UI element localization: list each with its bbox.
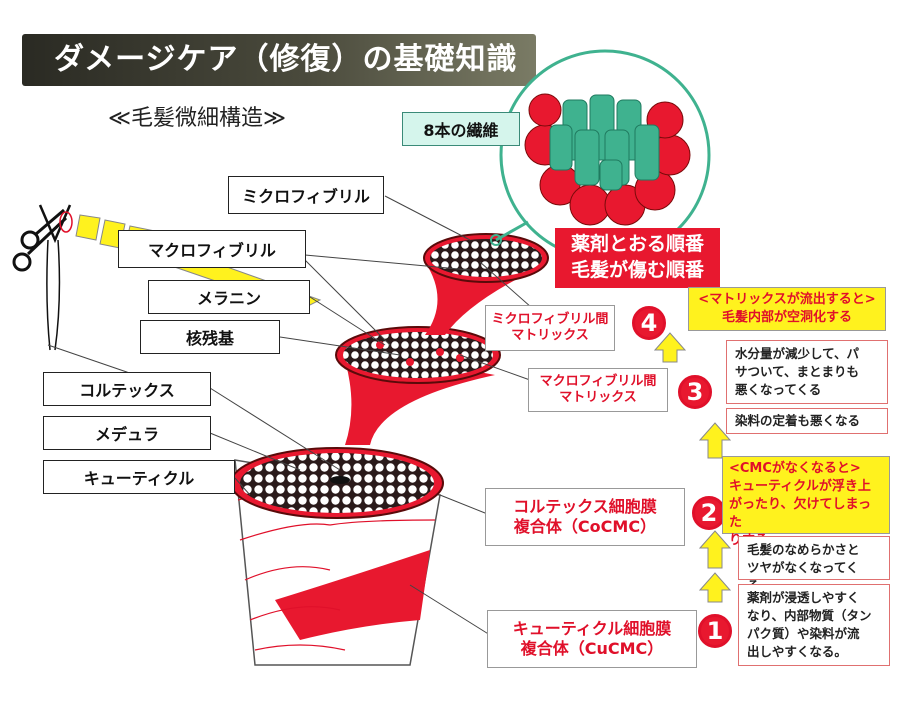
label-macrofibril: マクロフィブリル [118, 230, 306, 268]
order-line-1: 薬剤とおる順番 [570, 233, 704, 255]
micro-matrix-line-1: ミクロフィブリル間 [491, 311, 609, 327]
label-micro-matrix: ミクロフィブリル間 マトリックス [485, 305, 615, 351]
step-number-1: 1 [698, 614, 732, 648]
cocmc-line-2: 複合体（CoCMC） [513, 517, 657, 536]
step-2-text: 2 [700, 499, 718, 527]
step3-a-line-1: 水分量が減少して、パ [735, 346, 860, 361]
step3-note-b: 染料の定着も悪くなる [726, 408, 888, 434]
macro-matrix-line-1: マクロフィブリル間 [539, 373, 657, 389]
step4-warning-box: <マトリックスが流出すると> 毛髪内部が空洞化する [688, 287, 886, 331]
step-number-4: 4 [632, 306, 666, 340]
step3-a-line-2: サついて、まとまりも [735, 364, 860, 379]
micro-matrix-line-2: マトリックス [511, 328, 589, 343]
step-1-text: 1 [706, 617, 724, 645]
macrofibril-funnel [335, 326, 501, 445]
step1-note-a: 薬剤が浸透しやすく なり、内部物質（タン パク質）や染料が流 出しやすくなる。 [738, 584, 890, 666]
order-line-2: 毛髪が傷む順番 [570, 259, 704, 281]
step2-warning-box: <CMCがなくなると> キューティクルが浮き上 がったり、欠けてしまった りする… [722, 456, 890, 548]
step-3-text: 3 [686, 378, 704, 406]
step3-note-a: 水分量が減少して、パ サついて、まとまりも 悪くなってくる [726, 340, 888, 404]
cucmc-line-1: キューティクル細胞膜 [512, 619, 672, 638]
step2-warning-line-1: <CMCがなくなると> [729, 461, 861, 476]
step4-warning-line-1: <マトリックスが流出すると> [698, 292, 876, 307]
label-microfibril: ミクロフィブリル [228, 176, 384, 214]
step2-a-line-1: 毛髪のなめらかさと [747, 542, 860, 557]
microfibril-funnel [423, 233, 549, 335]
hair-cylinder [230, 447, 444, 666]
step1-a-line-1: 薬剤が浸透しやすく [747, 590, 860, 605]
fiber-bundle [499, 49, 711, 261]
cucmc-line-2: 複合体（CuCMC） [520, 639, 664, 658]
step1-a-line-4: 出しやすくなる。 [747, 644, 847, 659]
scissors-icon [12, 204, 73, 272]
page-title: ダメージケア（修復）の基礎知識 [22, 34, 536, 86]
label-cortex: コルテックス [43, 372, 211, 406]
label-cuticle: キューティクル [43, 460, 235, 494]
step-number-3: 3 [678, 375, 712, 409]
step1-a-line-2: なり、内部物質（タン [747, 608, 872, 623]
step1-a-line-3: パク質）や染料が流 [747, 626, 860, 641]
order-box: 薬剤とおる順番 毛髪が傷む順番 [555, 228, 720, 288]
step3-a-line-3: 悪くなってくる [735, 382, 822, 397]
label-cocmc: コルテックス細胞膜 複合体（CoCMC） [485, 488, 685, 546]
fiber-label: 8本の繊維 [402, 112, 520, 146]
macro-matrix-line-2: マトリックス [559, 390, 637, 405]
diagram-subtitle: ≪毛髪微細構造≫ [108, 106, 287, 131]
label-cucmc: キューティクル細胞膜 複合体（CuCMC） [487, 610, 697, 668]
step2-warning-line-2: キューティクルが浮き上 [729, 479, 871, 494]
label-medulla: メデュラ [43, 416, 211, 450]
step2-warning-line-3: がったり、欠けてしまった [729, 497, 871, 530]
zoom-connector [495, 220, 529, 242]
step-4-text: 4 [640, 309, 658, 337]
up-arrows [653, 332, 732, 603]
label-nuclear-residue: 核残基 [140, 320, 280, 354]
step2-note-a: 毛髪のなめらかさと ツヤがなくなってくる。 [738, 536, 890, 593]
label-macro-matrix: マクロフィブリル間 マトリックス [528, 368, 668, 412]
label-melanin: メラニン [148, 280, 310, 314]
step4-warning-line-2: 毛髪内部が空洞化する [721, 310, 852, 325]
step-number-2: 2 [692, 496, 726, 530]
hair-strand [46, 239, 61, 351]
cocmc-line-1: コルテックス細胞膜 [513, 497, 657, 516]
